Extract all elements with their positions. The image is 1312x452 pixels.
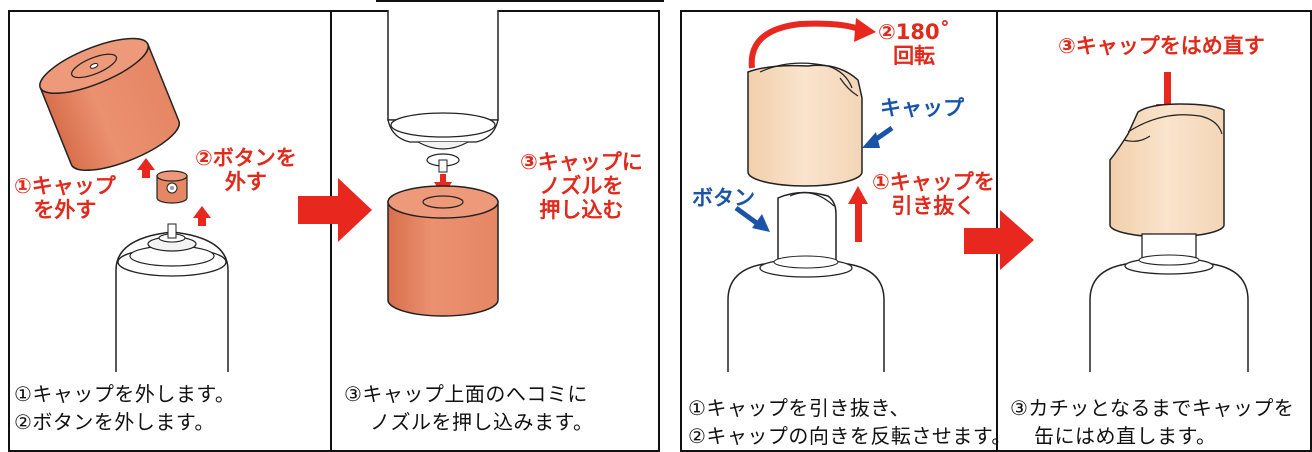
button-on-can-drawing (777, 191, 837, 263)
rotate-label: ②180˚ 回転 (878, 20, 951, 69)
up-arrow-icon (137, 158, 155, 178)
top-rule (376, 0, 664, 2)
push-down-arrow-shaft (1164, 72, 1171, 106)
left-panel-divider (330, 10, 332, 452)
pull-cap-label: ①キャップを 引き抜く (872, 170, 995, 219)
rotate-arrowhead-icon (854, 18, 876, 42)
next-step-arrow-icon (298, 178, 372, 242)
panel1-caption-line2: ②ボタンを外します。 (14, 410, 215, 434)
button-part-drawing (156, 170, 188, 204)
panel2-caption-line2: ノズルを押し込みます。 (370, 410, 594, 434)
panel3-caption-line1: ①キャップを引き抜き、 (688, 396, 911, 420)
beige-cap-drawing (747, 62, 863, 187)
panel1-caption-line1: ①キャップを外します。 (14, 382, 236, 406)
rotate-arrow-icon (748, 20, 864, 69)
insert-nozzle-label: ③キャップに ノズルを 押し込む (520, 150, 643, 223)
next-step-arrow-icon (964, 210, 1034, 270)
panel2-caption-line1: ③キャップ上面のへコミに (344, 382, 588, 406)
pull-up-arrow-icon (848, 186, 868, 204)
button-pointer-arrow-icon (734, 205, 760, 227)
panel4-caption-line1: ③カチッとなるまでキャップを (1010, 396, 1295, 420)
fitted-cap-drawing (1109, 103, 1225, 238)
remove-button-label: ②ボタンを 外す (195, 146, 297, 195)
pull-up-arrow-shaft (855, 200, 862, 242)
spray-can-top-drawing (115, 223, 229, 372)
panel4-caption-line2: 缶にはめ直します。 (1034, 424, 1217, 448)
button-pointer-arrowhead-icon (752, 214, 770, 232)
cap-pointer-arrowhead-icon (862, 132, 880, 148)
inverted-can-drawing (387, 10, 499, 173)
refit-cap-label: ③キャップをはめ直す (1058, 34, 1265, 58)
panel3-caption-line2: ②キャップの向きを反転させます。 (688, 424, 1012, 448)
removed-cap-drawing (39, 37, 181, 171)
button-label: ボタン (692, 186, 755, 210)
spray-can-drawing-4 (1089, 233, 1249, 372)
orange-cap-drawing (387, 185, 499, 317)
remove-cap-label: ①キャップ を外す (14, 174, 116, 223)
spray-can-drawing-3 (727, 255, 885, 372)
up-arrow-icon (193, 206, 211, 226)
cap-label: キャップ (880, 96, 964, 120)
